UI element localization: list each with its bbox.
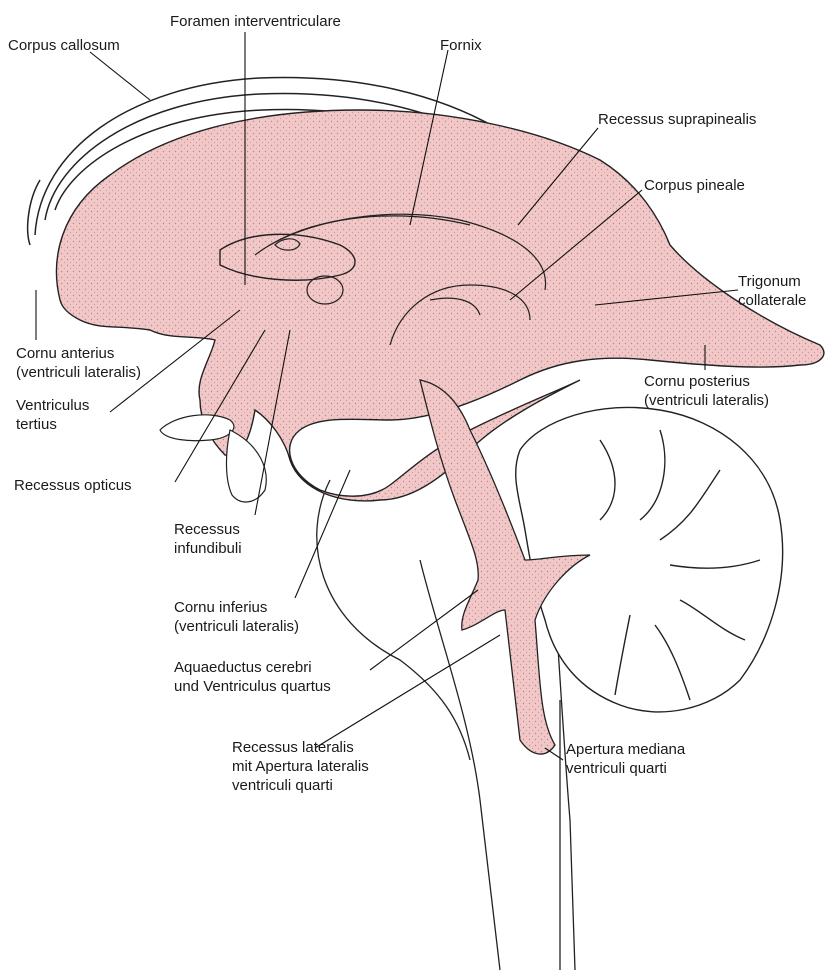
label-fornix: Fornix [440, 36, 482, 55]
label-line: Recessus lateralis [232, 738, 369, 757]
label-recessus-lateralis: Recessus lateralis mit Apertura laterali… [232, 738, 369, 795]
label-cornu-posterius: Cornu posterius (ventriculi lateralis) [644, 372, 769, 410]
label-ventriculus-tertius: Ventriculus tertius [16, 396, 89, 434]
label-line: ventriculi quarti [232, 776, 369, 795]
label-line: Trigonum [738, 272, 806, 291]
label-line: mit Apertura lateralis [232, 757, 369, 776]
label-corpus-pineale: Corpus pineale [644, 176, 745, 195]
label-corpus-callosum: Corpus callosum [8, 36, 120, 55]
label-line: (ventriculi lateralis) [174, 617, 299, 636]
label-line: infundibuli [174, 539, 242, 558]
label-recessus-suprapinealis: Recessus suprapinealis [598, 110, 756, 129]
label-apertura-mediana: Apertura mediana ventriculi quarti [566, 740, 685, 778]
label-trigonum-collaterale: Trigonum collaterale [738, 272, 806, 310]
label-aquaeductus: Aquaeductus cerebri und Ventriculus quar… [174, 658, 331, 696]
label-line: Apertura mediana [566, 740, 685, 759]
label-line: Cornu inferius [174, 598, 299, 617]
label-line: Cornu anterius [16, 344, 141, 363]
label-line: Ventriculus [16, 396, 89, 415]
label-foramen-interventriculare: Foramen interventriculare [170, 12, 341, 31]
label-line: Cornu posterius [644, 372, 769, 391]
label-line: (ventriculi lateralis) [644, 391, 769, 410]
label-recessus-opticus: Recessus opticus [14, 476, 132, 495]
label-line: tertius [16, 415, 89, 434]
label-line: und Ventriculus quartus [174, 677, 331, 696]
label-cornu-anterius: Cornu anterius (ventriculi lateralis) [16, 344, 141, 382]
label-line: (ventriculi lateralis) [16, 363, 141, 382]
label-line: Aquaeductus cerebri [174, 658, 331, 677]
label-recessus-infundibuli: Recessus infundibuli [174, 520, 242, 558]
label-line: collaterale [738, 291, 806, 310]
label-cornu-inferius: Cornu inferius (ventriculi lateralis) [174, 598, 299, 636]
label-line: Recessus [174, 520, 242, 539]
label-line: ventriculi quarti [566, 759, 685, 778]
